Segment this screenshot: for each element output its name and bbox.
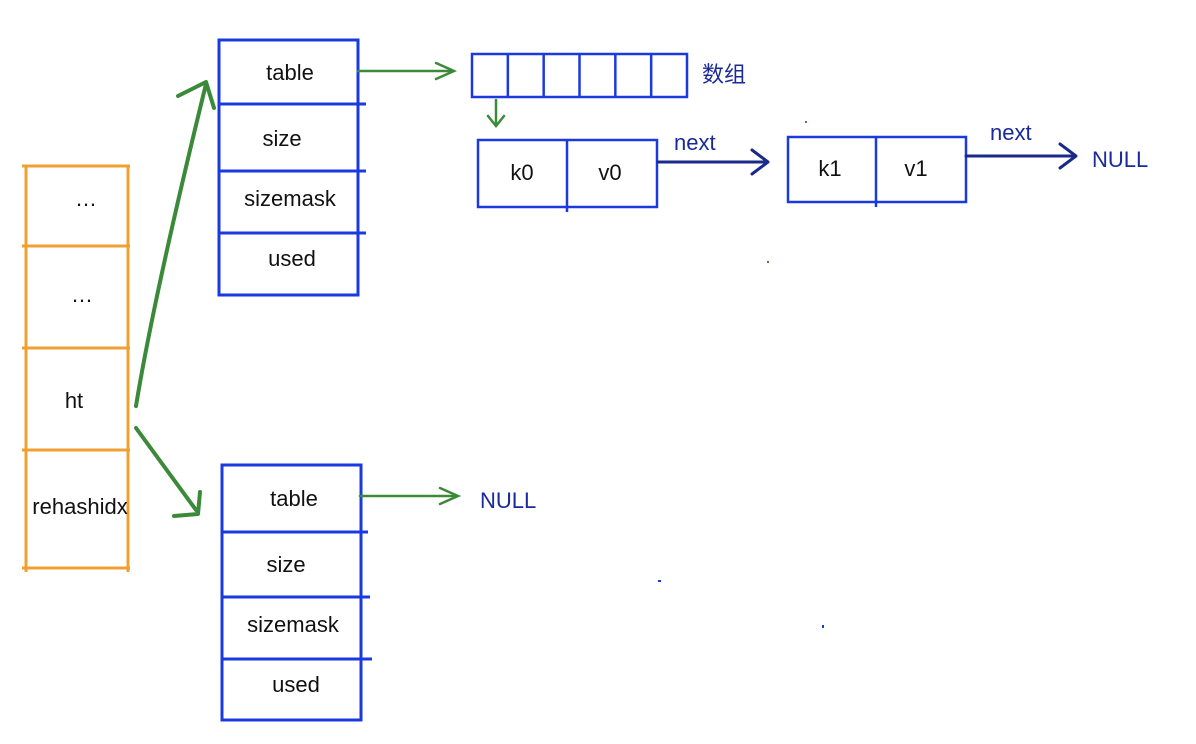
ht-to-ht0-arrow [134,80,216,408]
bucket-array [470,52,689,99]
dict-field-ellipsis-2: … [71,282,93,307]
bucket-array-label: 数组 [702,63,746,88]
entry0-next-arrow [656,148,770,176]
ht1-struct [220,463,372,722]
bucket-to-entry0-arrow [486,98,506,129]
ht0-struct [217,38,366,297]
ht-to-ht1-arrow [134,426,202,518]
entry0-key: k0 [510,160,533,185]
entry0-value: v0 [598,160,621,185]
dict-field-rehashidx: rehashidx [32,494,127,519]
entry1-next-null: NULL [1092,147,1148,172]
entry1-box [786,135,968,207]
ht1-field-size: size [266,552,305,577]
ht0-field-sizemask: sizemask [244,186,337,211]
entry1-next-arrow [964,142,1078,170]
ht1-field-sizemask: sizemask [247,612,340,637]
ht1-table-null: NULL [480,488,536,513]
ht1-table-arrow [358,486,462,506]
ht1-field-table: table [270,486,318,511]
ht1-field-used: used [272,672,320,697]
dict-field-ellipsis-1: … [75,186,97,211]
ht0-field-table: table [266,60,314,85]
dict-struct [22,164,130,572]
entry0-box [476,138,659,212]
stray-marks [658,121,824,628]
entry1-key: k1 [818,156,841,181]
ht0-field-size: size [262,126,301,151]
dict-field-ht: ht [65,388,83,413]
ht0-field-used: used [268,246,316,271]
entry0-next-label: next [674,130,716,155]
entry1-value: v1 [904,156,927,181]
entry1-next-label: next [990,120,1032,145]
ht0-table-arrow [356,61,458,81]
